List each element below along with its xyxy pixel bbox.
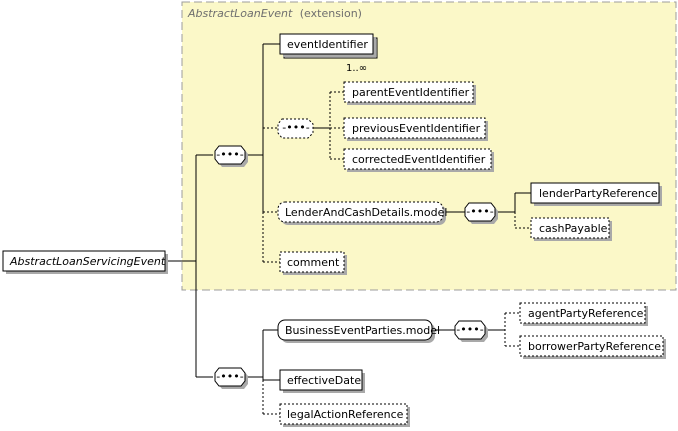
- root-element-label: AbstractLoanServicingEvent: [9, 255, 166, 268]
- group-label: BusinessEventParties.model: [285, 324, 440, 337]
- group-label: LenderAndCashDetails.model: [285, 206, 447, 219]
- element-previous-event-identifier[interactable]: previousEventIdentifier: [343, 117, 488, 141]
- sequence-symbol: -•••-: [216, 148, 243, 161]
- element-label: previousEventIdentifier: [352, 122, 481, 135]
- element-agent-party-reference[interactable]: agentPartyReference: [519, 302, 648, 326]
- element-lender-party-reference[interactable]: lenderPartyReference: [530, 182, 662, 206]
- group-business-event-parties-model[interactable]: BusinessEventParties.model: [277, 319, 440, 343]
- sequence-symbol: -•••-: [282, 121, 309, 134]
- element-label: parentEventIdentifier: [352, 86, 470, 99]
- element-cash-payable[interactable]: cashPayable: [530, 217, 612, 241]
- element-effective-date[interactable]: effectiveDate: [279, 369, 365, 393]
- extension-region: AbstractLoanEvent (extension): [181, 1, 677, 291]
- root-element-abstract-loan-servicing-event[interactable]: AbstractLoanServicingEvent: [2, 250, 168, 274]
- sequence-compositor-optional[interactable]: -•••-: [277, 118, 314, 139]
- multiplicity-label: 1..∞: [346, 63, 367, 74]
- sequence-symbol: -•••-: [216, 370, 243, 383]
- element-label: comment: [287, 256, 340, 269]
- sequence-compositor-lender[interactable]: -•••-: [464, 202, 498, 224]
- extension-title: AbstractLoanEvent (extension): [187, 7, 362, 20]
- element-label: agentPartyReference: [528, 307, 644, 320]
- sequence-compositor-upper[interactable]: -•••-: [214, 145, 248, 167]
- sequence-symbol: -•••-: [456, 323, 483, 336]
- sequence-compositor-lower[interactable]: -•••-: [214, 367, 248, 389]
- element-event-identifier[interactable]: eventIdentifier 1..∞: [279, 33, 378, 74]
- sequence-compositor-parties[interactable]: -•••-: [454, 320, 488, 342]
- connector-lines: [165, 43, 531, 415]
- element-parent-event-identifier[interactable]: parentEventIdentifier: [343, 81, 476, 105]
- element-label: eventIdentifier: [287, 38, 368, 51]
- element-label: borrowerPartyReference: [528, 340, 661, 353]
- element-borrower-party-reference[interactable]: borrowerPartyReference: [519, 335, 666, 359]
- element-label: legalActionReference: [287, 408, 404, 421]
- sequence-symbol: -•••-: [466, 205, 493, 218]
- element-corrected-event-identifier[interactable]: correctedEventIdentifier: [343, 148, 494, 172]
- element-comment[interactable]: comment: [279, 251, 347, 275]
- element-label: effectiveDate: [287, 374, 361, 387]
- extension-region-background: [181, 1, 677, 291]
- element-label: correctedEventIdentifier: [352, 153, 486, 166]
- group-lender-and-cash-details-model[interactable]: LenderAndCashDetails.model: [277, 201, 447, 225]
- element-legal-action-reference[interactable]: legalActionReference: [279, 403, 410, 427]
- element-label: cashPayable: [539, 222, 608, 235]
- element-label: lenderPartyReference: [539, 187, 658, 200]
